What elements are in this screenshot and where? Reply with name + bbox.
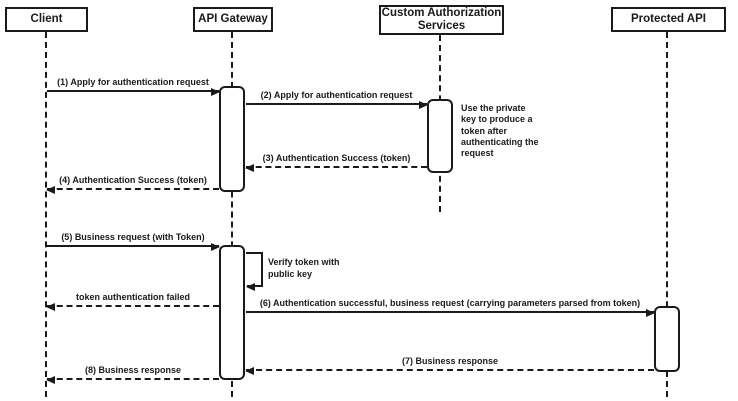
lifeline-api-gateway	[231, 32, 233, 397]
message-6-arrow	[246, 309, 655, 317]
arrowhead-left-icon	[245, 164, 254, 172]
message-4-arrow	[46, 186, 219, 194]
message-7: (7) Business response	[245, 356, 654, 375]
arrowhead-right-icon	[211, 243, 220, 251]
arrowhead-left-icon	[245, 367, 254, 375]
actor-client-label: Client	[30, 12, 63, 25]
activation-api-gateway-2	[219, 245, 245, 380]
actor-custom-auth-services: Custom Authorization Services	[379, 5, 504, 35]
activation-protected-api	[654, 306, 680, 372]
message-8-label: (8) Business response	[84, 365, 182, 375]
message-3-arrow	[245, 164, 427, 172]
message-5-label: (5) Business request (with Token)	[61, 232, 205, 242]
actor-client: Client	[5, 7, 88, 32]
self-message-side-segment	[261, 252, 263, 287]
actor-protected-api: Protected API	[611, 7, 726, 32]
actor-api-gateway: API Gateway	[193, 7, 273, 32]
self-message-label: Verify token with public key	[268, 257, 340, 280]
message-7-arrow	[245, 367, 654, 375]
message-1-arrow	[47, 88, 220, 96]
arrowhead-left-icon	[246, 283, 255, 291]
actor-protected-api-label: Protected API	[631, 12, 706, 25]
message-1: (1) Apply for authentication request	[47, 77, 220, 96]
message-5-arrow	[47, 243, 220, 251]
activation-api-gateway-1	[219, 86, 245, 192]
message-5: (5) Business request (with Token)	[47, 232, 220, 251]
actor-custom-auth-services-label: Custom Authorization Services	[381, 6, 502, 32]
message-7-label: (7) Business response	[401, 356, 499, 366]
message-2-arrow	[246, 101, 428, 109]
message-8: (8) Business response	[46, 365, 219, 384]
message-6-label: (6) Authentication successful, business …	[259, 298, 641, 308]
self-message-bottom-segment	[246, 283, 263, 291]
message-token-failed: token authentication failed	[46, 292, 219, 311]
message-4: (4) Authentication Success (token)	[46, 175, 219, 194]
lifeline-protected-api	[666, 32, 668, 397]
arrowhead-right-icon	[646, 309, 655, 317]
message-2: (2) Apply for authentication request	[246, 90, 428, 109]
message-token-failed-arrow	[46, 303, 219, 311]
arrowhead-right-icon	[211, 88, 220, 96]
note-private-key: Use the private key to produce a token a…	[461, 103, 539, 158]
message-2-label: (2) Apply for authentication request	[260, 90, 413, 100]
message-6: (6) Authentication successful, business …	[246, 298, 655, 317]
lifeline-client	[45, 32, 47, 397]
actor-api-gateway-label: API Gateway	[198, 12, 268, 25]
message-3-label: (3) Authentication Success (token)	[262, 153, 411, 163]
arrowhead-left-icon	[46, 303, 55, 311]
arrowhead-right-icon	[419, 101, 428, 109]
message-4-label: (4) Authentication Success (token)	[59, 175, 207, 185]
activation-custom-auth-services	[427, 99, 453, 173]
self-message-top-segment	[246, 252, 263, 254]
message-3: (3) Authentication Success (token)	[245, 153, 427, 172]
arrowhead-left-icon	[46, 186, 55, 194]
arrowhead-left-icon	[46, 376, 55, 384]
message-token-failed-label: token authentication failed	[75, 292, 190, 302]
message-1-label: (1) Apply for authentication request	[57, 77, 209, 87]
message-8-arrow	[46, 376, 219, 384]
